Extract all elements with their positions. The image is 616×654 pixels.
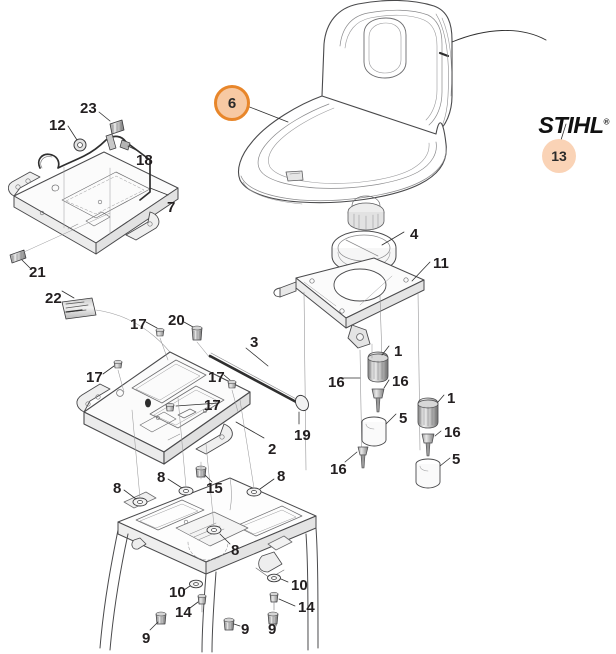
screws-part-9 bbox=[149, 611, 279, 631]
washers-10-bolts-14 bbox=[183, 573, 296, 613]
part-number-9-c: 9 bbox=[268, 621, 277, 638]
part-number-9-b: 9 bbox=[241, 621, 250, 638]
cap-part-19 bbox=[295, 394, 309, 425]
part-number-3: 3 bbox=[250, 334, 259, 351]
screw-part-9-mid bbox=[223, 617, 241, 631]
part-number-1-b: 1 bbox=[447, 390, 456, 407]
sleeve-part-5-left bbox=[361, 413, 397, 447]
part-number-18: 18 bbox=[136, 152, 153, 169]
bolt-part-16-left-upper bbox=[371, 379, 390, 413]
lever-rod-part-7 bbox=[37, 111, 169, 201]
bolt-part-17-a bbox=[145, 321, 169, 361]
washer-part-10-left bbox=[183, 579, 203, 591]
callout-13-leader bbox=[451, 30, 567, 141]
washer-part-8-a bbox=[123, 409, 148, 507]
part-number-5-a: 5 bbox=[399, 410, 408, 427]
bolt-part-15 bbox=[195, 461, 213, 483]
part-number-17-a: 17 bbox=[130, 316, 147, 333]
bolt-part-17-b bbox=[102, 359, 125, 393]
part-number-14-a: 14 bbox=[175, 604, 192, 621]
part-number-23: 23 bbox=[80, 100, 97, 117]
part-number-9-a: 9 bbox=[142, 630, 151, 647]
part-number-17-d: 17 bbox=[204, 397, 221, 414]
hardware-column-left bbox=[342, 345, 397, 469]
seat-mount-plate-part-11 bbox=[273, 257, 431, 349]
part-number-8-d: 8 bbox=[231, 542, 240, 559]
bushing-part-12 bbox=[67, 125, 87, 152]
middle-plate-part-2 bbox=[76, 351, 265, 465]
seat-part-6 bbox=[237, 0, 453, 205]
sleeve-part-5-right bbox=[415, 457, 451, 489]
stihl-wordmark: STIHL bbox=[538, 112, 604, 138]
part-number-21: 21 bbox=[29, 264, 46, 281]
part-number-11: 11 bbox=[433, 255, 449, 272]
washer-part-10-right bbox=[267, 573, 289, 583]
part-number-16-c: 16 bbox=[444, 424, 461, 441]
part-number-17-c: 17 bbox=[208, 369, 225, 386]
part-number-16-d: 16 bbox=[330, 461, 347, 478]
seat-pivot-part-4 bbox=[331, 195, 405, 274]
part-number-16-b: 16 bbox=[392, 373, 409, 390]
bushing-part-1-right bbox=[417, 394, 445, 429]
registered-trademark-icon: ® bbox=[603, 117, 610, 127]
part-number-10-a: 10 bbox=[169, 584, 186, 601]
part-number-22: 22 bbox=[45, 290, 62, 307]
stihl-logo: STIHL® bbox=[538, 112, 609, 139]
hardware-column-right bbox=[415, 394, 451, 489]
part-number-17-b: 17 bbox=[86, 369, 103, 386]
bushing-part-23 bbox=[98, 111, 125, 135]
part-number-4: 4 bbox=[410, 226, 419, 243]
bolts-part-17 bbox=[102, 321, 239, 413]
callout-13-label: 13 bbox=[551, 148, 567, 164]
lower-frame bbox=[99, 477, 319, 653]
part-number-8-a: 8 bbox=[113, 480, 122, 497]
callout-13[interactable]: 13 bbox=[542, 139, 576, 173]
bolt-part-16-left-lower bbox=[344, 446, 369, 469]
screw-part-18 bbox=[105, 133, 139, 152]
bolt-part-20 bbox=[183, 321, 211, 359]
washer-part-8-d bbox=[205, 443, 231, 545]
part-number-1-a: 1 bbox=[394, 343, 403, 360]
washer-part-8-c bbox=[239, 399, 275, 497]
part-number-8-b: 8 bbox=[157, 469, 166, 486]
part-number-5-b: 5 bbox=[452, 451, 461, 468]
part-number-14-b: 14 bbox=[298, 599, 315, 616]
washer-part-8-b bbox=[167, 397, 194, 496]
bushing-part-1-left bbox=[367, 345, 390, 383]
part-number-19: 19 bbox=[294, 427, 311, 444]
bolt-part-14-right bbox=[269, 591, 296, 611]
callout-6[interactable]: 6 bbox=[214, 85, 250, 121]
part-number-12: 12 bbox=[49, 117, 66, 134]
part-number-8-c: 8 bbox=[277, 468, 286, 485]
bolt-part-17-d bbox=[165, 402, 220, 412]
part-number-16-a: 16 bbox=[328, 374, 345, 391]
rod-part-3 bbox=[208, 343, 373, 425]
bolt-part-14-left bbox=[189, 593, 207, 613]
callout-6-label: 6 bbox=[227, 94, 237, 112]
washers-part-8 bbox=[123, 397, 275, 545]
bolt-part-17-c bbox=[223, 374, 239, 413]
part-number-7: 7 bbox=[167, 199, 176, 216]
screw-part-9-left bbox=[149, 611, 167, 631]
part-number-2: 2 bbox=[268, 441, 277, 458]
part-number-10-b: 10 bbox=[291, 577, 308, 594]
part-number-15: 15 bbox=[206, 480, 223, 497]
screw-part-21 bbox=[9, 212, 111, 269]
upper-left-base-plate bbox=[7, 151, 179, 255]
bolt-part-16-right bbox=[421, 430, 442, 457]
part-number-20: 20 bbox=[168, 312, 185, 329]
screw-part-9-right bbox=[267, 611, 279, 627]
